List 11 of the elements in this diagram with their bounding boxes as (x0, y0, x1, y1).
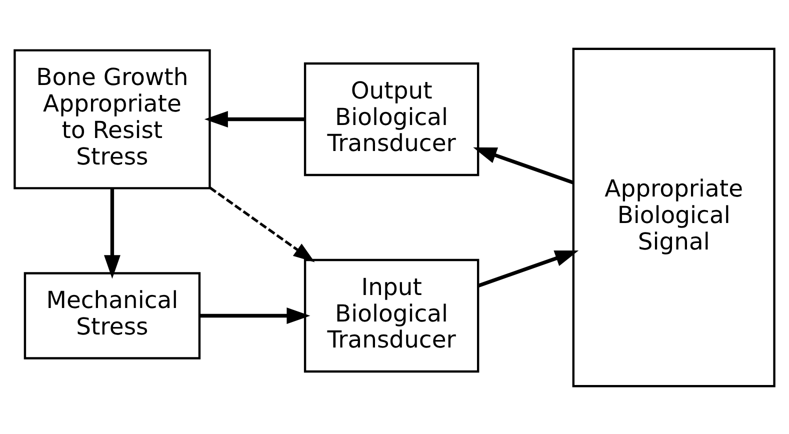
arrow (204, 110, 305, 127)
arrow (200, 307, 310, 324)
arrow (473, 146, 574, 184)
arrow (478, 250, 579, 287)
node-box: Bone Growth Appropriate to Resist Stress (14, 48, 211, 189)
arrow (209, 186, 315, 262)
node-box: Mechanical Stress (24, 272, 201, 359)
node-box: Input Biological Transducer (304, 258, 480, 372)
node-box: Output Biological Transducer (304, 62, 480, 176)
node-box: Appropriate Biological Signal (572, 47, 776, 387)
arrow (104, 188, 120, 278)
